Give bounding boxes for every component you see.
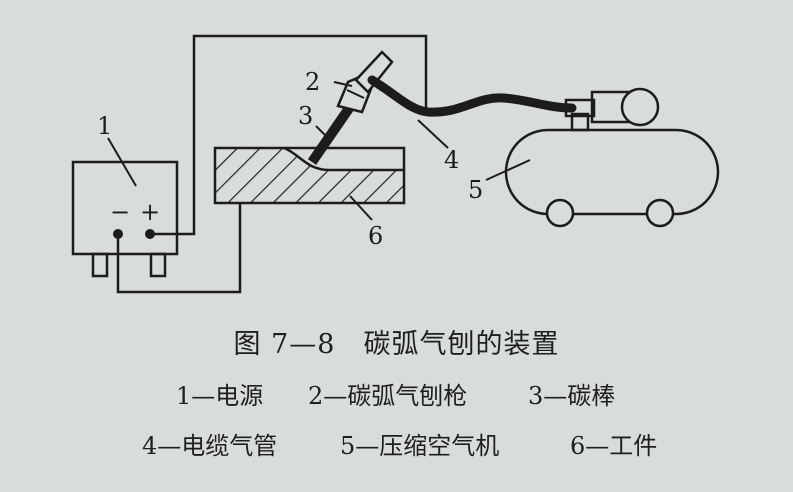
legend-item-cable-hose: 4—电缆气管 — [142, 432, 278, 460]
legend-item-air-compressor: 5—压缩空气机 — [340, 432, 500, 460]
label-part-2: 2 — [305, 68, 320, 96]
gouging-torch — [336, 50, 394, 114]
figure-title: 图 7—8 碳弧气刨的装置 — [233, 329, 560, 360]
legend-item-gouging-torch: 2—碳弧气刨枪 — [308, 382, 468, 410]
leader-lines — [107, 81, 531, 221]
label-part-5: 5 — [468, 176, 483, 204]
power-source: − + — [71, 160, 179, 278]
label-part-1: 1 — [97, 112, 112, 140]
legend-item-power-source: 1—电源 — [176, 382, 264, 410]
carbon-rod — [307, 101, 357, 165]
workpiece — [213, 146, 406, 205]
carbon-arc-gouging-diagram: − + 1 2 3 4 5 6 — [71, 34, 720, 294]
negative-cable — [116, 203, 242, 294]
plus-sign: + — [140, 198, 160, 226]
legend-item-workpiece: 6—工件 — [570, 432, 658, 460]
air-compressor — [504, 87, 720, 228]
positive-cable — [150, 34, 428, 236]
label-part-4: 4 — [444, 146, 459, 174]
minus-sign: − — [110, 198, 130, 226]
label-part-3: 3 — [298, 102, 313, 130]
label-part-6: 6 — [368, 222, 383, 250]
cable-air-hose — [367, 75, 577, 117]
legend-item-carbon-rod: 3—碳棒 — [528, 382, 616, 410]
